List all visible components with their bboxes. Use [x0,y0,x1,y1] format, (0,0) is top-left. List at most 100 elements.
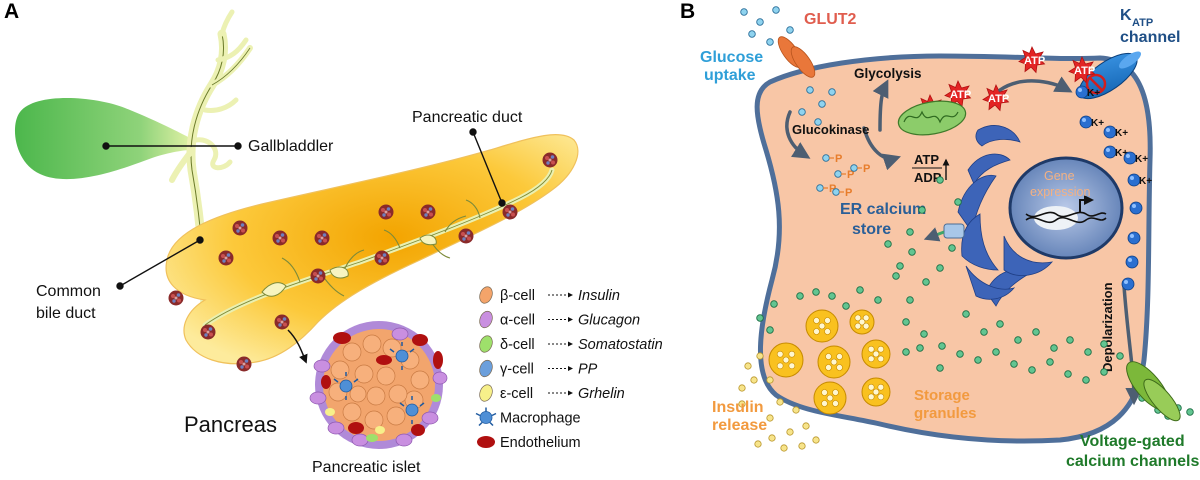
legend-hormone-label: Somatostatin [578,337,663,353]
label-glucokinase: Glucokinase [792,122,869,137]
calcium-ion [892,272,900,280]
voltage-gated-calcium-channel [1126,361,1181,422]
calcium-ion [908,248,916,256]
calcium-ion [1050,344,1058,352]
atp-star: ATP [982,84,1009,111]
calcium-ion [756,314,764,322]
insulin-molecule [780,444,788,452]
insulin-molecule [786,428,794,436]
insulin-molecule [738,384,746,392]
mitochondrion [897,100,967,136]
calcium-ion [1116,352,1124,360]
calcium-ion [948,244,956,252]
legend-row: δ-cell Somatostatin [479,335,663,353]
calcium-ion [956,350,964,358]
legend-cell-label: β-cell [500,288,535,304]
label-common-bile-duct-1: Common [36,283,101,300]
insulin-molecule [792,406,800,414]
atp-star: ATP [1068,56,1095,83]
legend-hormone-label: Grhelin [578,386,625,402]
islet-detail [309,321,448,449]
legend-cell-label: δ-cell [500,337,535,353]
granule [849,309,875,335]
legend-row: Endothelium [477,435,581,451]
k-ion [1127,231,1141,245]
legend-hormone-label: Insulin [578,288,620,304]
phosphate-label: P [829,183,836,195]
insulin-molecule [754,440,762,448]
cell-icon [479,335,493,353]
cell-icon [479,286,493,304]
k-ion-label: K+ [1115,148,1128,159]
calcium-ion [938,342,946,350]
calcium-ion [1032,328,1040,336]
calcium-ion [1010,360,1018,368]
label-glucose-uptake-1: Glucose [700,49,763,66]
calcium-ion [874,296,882,304]
calcium-ion [916,344,924,352]
legend-hormone-label: Glucagon [578,313,640,329]
pathway-arrows [785,76,1143,406]
glut2-transporter [777,36,816,78]
calcium-ion [996,320,1004,328]
label-common-bile-duct-2: bile duct [36,305,96,322]
atp-star-label: ATP [950,89,971,101]
legend-cell-label: Endothelium [500,435,581,451]
legend-hormone-label: PP [578,362,598,378]
endothelium-icon [477,436,495,448]
label-insulin-release-2: release [712,417,767,434]
insulin-molecule [744,362,752,370]
calcium-ion [1082,376,1090,384]
granule [817,345,851,379]
pancreas-body [165,134,579,365]
calcium-ion [770,300,778,308]
label-storage-2: granules [914,405,977,422]
endoplasmic-reticulum [957,125,1054,307]
calcium-ion [828,292,836,300]
glucose-molecule [834,170,842,178]
calcium-ion [992,348,1000,356]
label-glucose-uptake-2: uptake [704,67,756,84]
calcium-ion [962,310,970,318]
glucose-molecule [822,154,830,162]
label-vgcc-2: calcium channels [1066,453,1199,470]
granule [813,381,847,415]
islet-zoom-arrow [287,329,308,364]
potassium-ions: K+K+K+K+K+K+ [1075,85,1152,291]
label-er-1: ER calcium [840,201,926,218]
label-storage-1: Storage [914,387,970,404]
atp-star-label: ATP [1074,65,1095,77]
atp-star: ATP [1018,46,1045,73]
phosphate-label: P [845,187,852,199]
cell-icon [479,359,493,378]
atp-star-label: ATP [988,93,1009,105]
legend-row: β-cell Insulin [479,286,620,304]
calcium-ion [980,328,988,336]
k-ion [1121,277,1135,291]
insulin-molecule [802,422,810,430]
calcium-ion [884,240,892,248]
calcium-ion [1100,368,1108,376]
label-pancreatic-duct: Pancreatic duct [412,109,523,126]
calcium-ion [1066,336,1074,344]
k-ion-label: K+ [1091,118,1104,129]
granule [861,339,891,369]
label-er-2: store [852,221,891,238]
calcium-ion [902,348,910,356]
macrophage-icon [479,411,493,424]
glucose-molecule [850,164,858,172]
granule [768,342,804,378]
calcium-ion [906,296,914,304]
panel-b-label: B [680,0,695,23]
label-adp: ADP [914,170,942,185]
calcium-ion [1014,336,1022,344]
er-calcium-channel [923,223,965,242]
calcium-ion [922,278,930,286]
cell-icon [479,310,493,329]
atp-star: ATP [944,80,971,107]
atp-star-label: ATP [1024,55,1045,67]
glucose-molecule [816,184,824,192]
label-katp-channel: channel [1120,29,1180,46]
legend-cell-label: γ-cell [500,362,534,378]
calcium-ion [920,330,928,338]
